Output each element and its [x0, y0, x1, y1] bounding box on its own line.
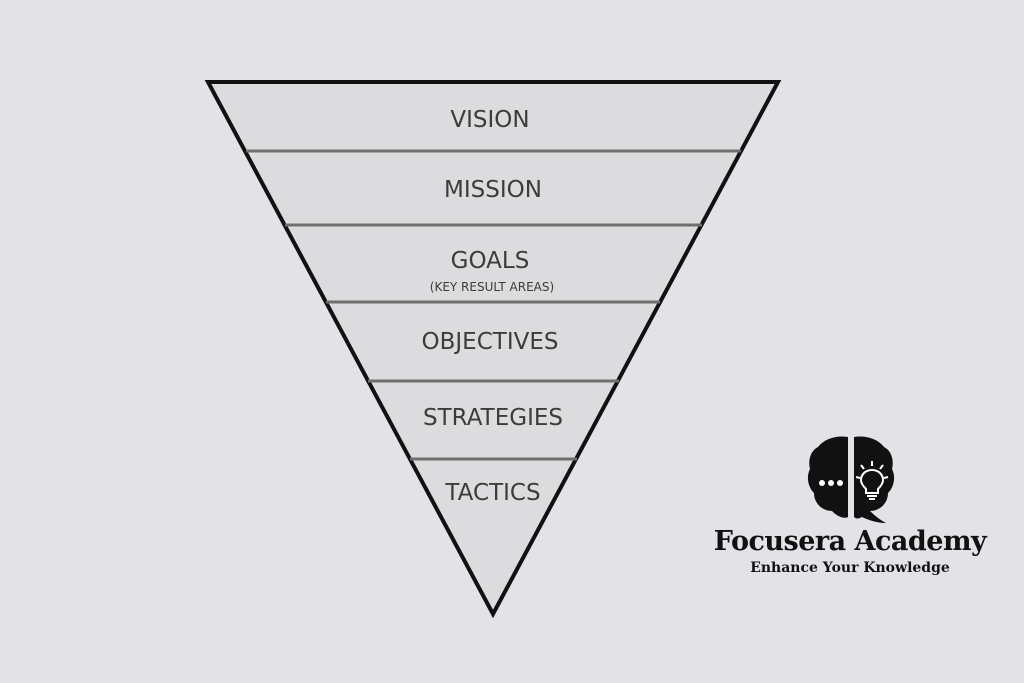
tier-label-strategies: STRATEGIES: [423, 405, 563, 431]
brand-name: Focusera Academy: [713, 526, 987, 557]
tier-label-tactics: TACTICS: [444, 480, 540, 506]
tier-label-vision: VISION: [450, 107, 529, 133]
inverted-triangle: [204, 80, 782, 619]
brain-lightbulb-icon: [807, 436, 895, 523]
tier-sublabel-goals: (KEY RESULT AREAS): [430, 280, 554, 294]
brand-tagline: Enhance Your Knowledge: [750, 560, 950, 576]
tier-label-goals: GOALS: [451, 248, 530, 274]
tier-label-mission: MISSION: [444, 177, 542, 203]
tier-label-objectives: OBJECTIVES: [422, 329, 559, 355]
